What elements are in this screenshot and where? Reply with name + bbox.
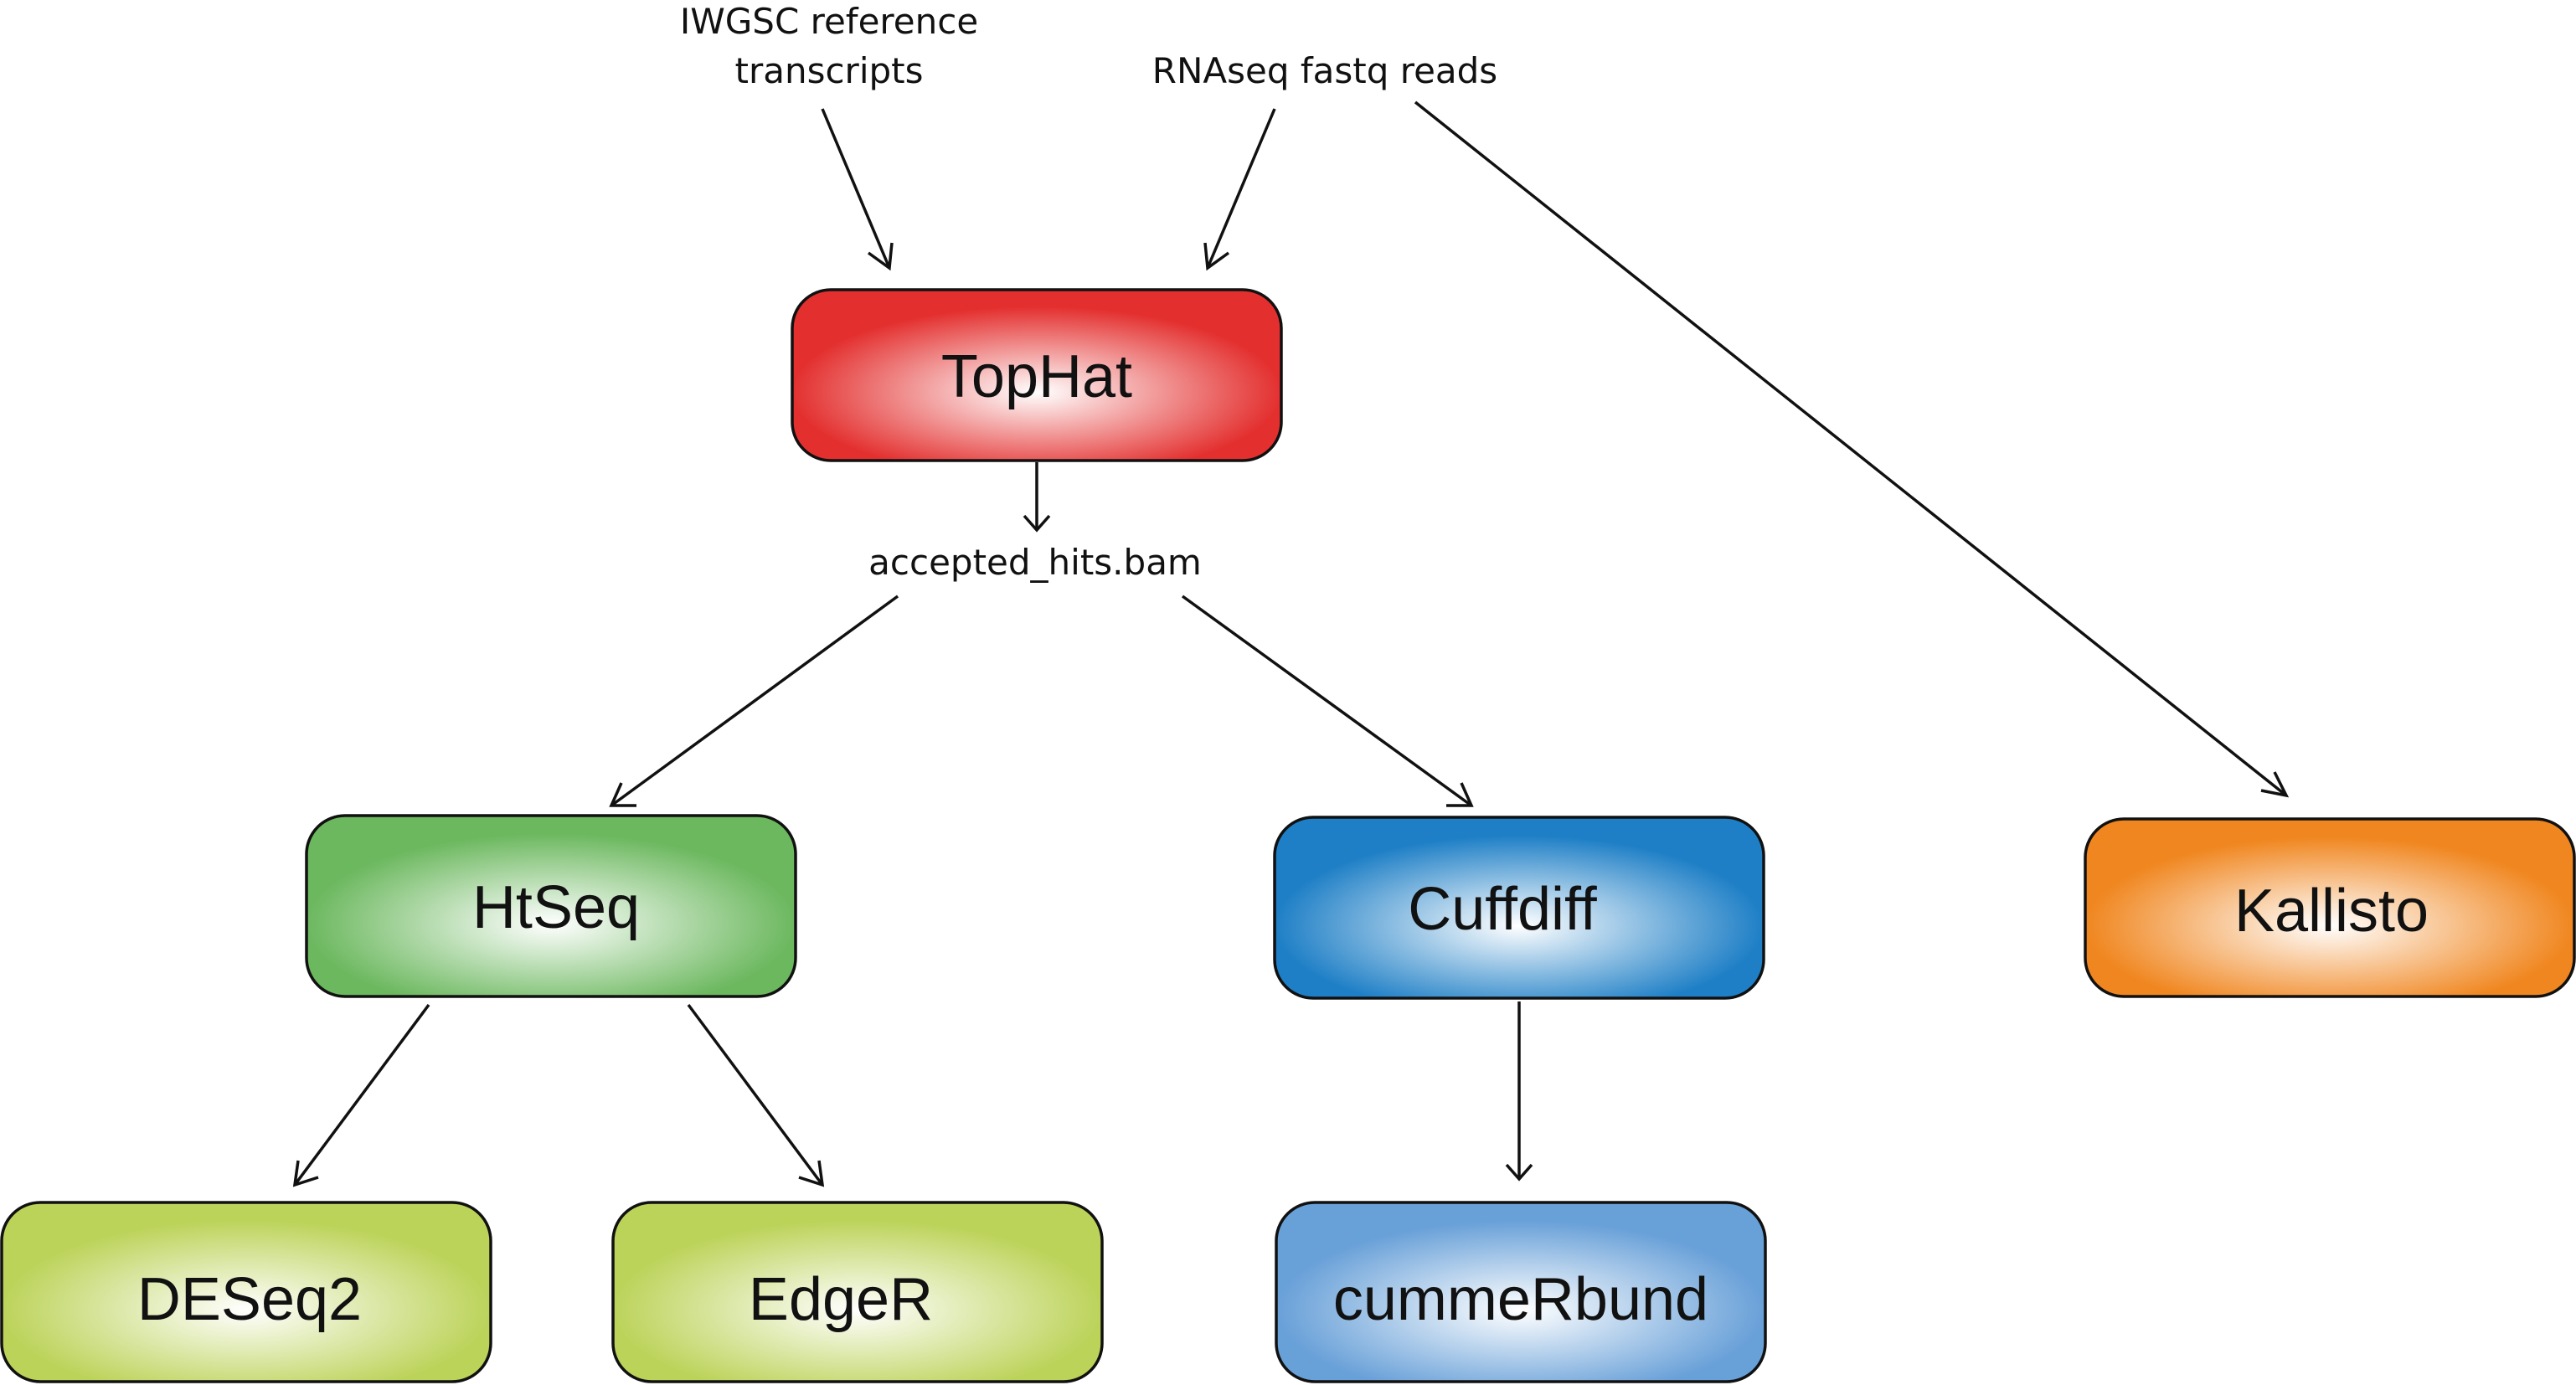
edge-htseq-to-deseq2 — [292, 1003, 430, 1187]
cummerbund-label: cummeRbund — [1333, 1266, 1708, 1333]
edge-bam-to-cuffdiff — [1181, 595, 1474, 807]
edge-reference-to-tophat — [821, 108, 894, 271]
tophat-node[interactable]: TopHat — [791, 288, 1283, 462]
edger-node[interactable]: EdgeR — [611, 1201, 1104, 1383]
edge-reads-to-kallisto — [1414, 100, 2290, 798]
edge-cuffdiff-to-cummerbund — [1505, 1001, 1533, 1182]
edge-bam-to-htseq — [609, 595, 899, 807]
deseq2-label: DESeq2 — [137, 1266, 362, 1333]
cuffdiff-label: Cuffdiff — [1408, 876, 1597, 943]
reference-label-line2: transcripts — [734, 50, 923, 91]
cuffdiff-node[interactable]: Cuffdiff — [1273, 816, 1765, 1000]
edge-htseq-to-edger — [687, 1003, 825, 1187]
tophat-label: TopHat — [941, 343, 1132, 410]
kallisto-node[interactable]: Kallisto — [2084, 817, 2576, 998]
edges — [292, 100, 2290, 1187]
reads-label: RNAseq fastq reads — [1152, 50, 1497, 91]
accepted-hits-label: accepted_hits.bam — [868, 542, 1202, 583]
reference-label-line1: IWGSC reference — [680, 1, 978, 42]
deseq2-node[interactable]: DESeq2 — [0, 1201, 492, 1383]
edge-tophat-to-bam — [1023, 462, 1051, 533]
cummerbund-node[interactable]: cummeRbund — [1275, 1201, 1767, 1383]
edger-label: EdgeR — [749, 1266, 933, 1333]
edge-reads-to-tophat — [1203, 108, 1276, 271]
kallisto-label: Kallisto — [2234, 878, 2429, 945]
htseq-node[interactable]: HtSeq — [305, 814, 797, 998]
htseq-label: HtSeq — [472, 874, 640, 941]
